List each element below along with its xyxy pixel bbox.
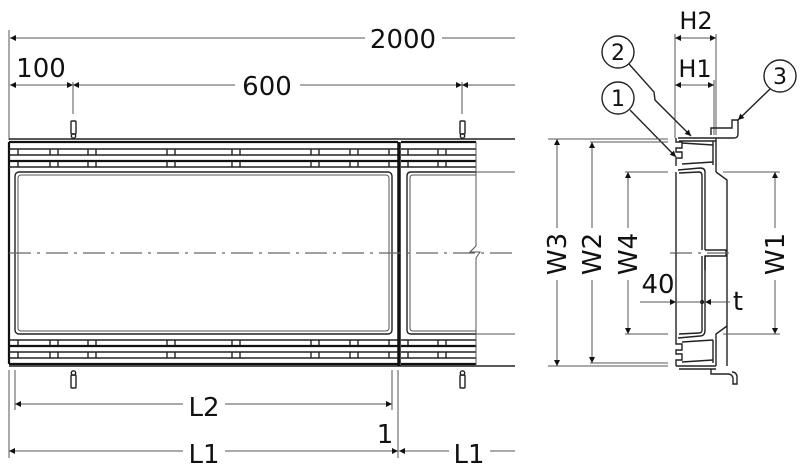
anchor-pin-bottom-2 <box>459 370 466 389</box>
dim-height-h1: H1 <box>675 55 715 135</box>
grating-1 <box>7 140 398 366</box>
dim-label-w2: W2 <box>578 233 608 275</box>
dim-label-600: 600 <box>242 72 292 102</box>
dim-overall-length: 2000 <box>10 25 515 55</box>
dim-start-offset: 100 <box>10 54 73 88</box>
dim-height-h2: H2 <box>674 7 717 138</box>
callout-1: 1 <box>601 81 677 158</box>
dim-width-w3: W3 <box>543 139 573 366</box>
section-view: H2 H1 2 1 3 <box>543 7 797 385</box>
dim-label-w3: W3 <box>543 233 573 275</box>
anchor-pin-top-1 <box>70 120 77 139</box>
dim-label-40: 40 <box>641 270 674 300</box>
dim-grating-length: L1 <box>9 440 398 470</box>
dim-label-w1: W1 <box>761 233 791 275</box>
callout-3: 3 <box>737 59 797 121</box>
anchor-pin-bottom-1 <box>70 370 77 389</box>
channel-section-profile <box>670 119 739 385</box>
dim-next-grating-length: L1 <box>399 440 515 470</box>
grating-2 <box>401 140 481 366</box>
svg-text:2: 2 <box>611 41 625 66</box>
dim-grating-inner-length: L2 <box>15 393 392 423</box>
svg-text:3: 3 <box>773 65 787 90</box>
dim-label-w4: W4 <box>614 233 644 275</box>
dim-label-2000: 2000 <box>370 25 436 55</box>
dim-width-w4: W4 <box>614 172 644 334</box>
dim-thickness-t: t <box>705 287 743 317</box>
dim-label-h2: H2 <box>679 7 712 35</box>
dim-label-gap: 1 <box>377 420 394 450</box>
dim-label-t: t <box>733 287 743 317</box>
dim-anchor-pitch: 600 <box>72 72 515 114</box>
dim-label-l1-next: L1 <box>453 440 484 470</box>
plan-view: 2000 100 600 <box>7 25 515 470</box>
dim-width-w2: W2 <box>578 142 608 363</box>
dim-width-w1: W1 <box>761 172 791 334</box>
svg-text:1: 1 <box>611 87 625 112</box>
anchor-pin-top-2 <box>459 120 466 139</box>
dim-label-100: 100 <box>16 54 66 84</box>
dim-offset-40: 40 <box>640 270 704 305</box>
dim-label-l1: L1 <box>188 440 219 470</box>
dim-label-l2: L2 <box>188 393 219 423</box>
callout-2: 2 <box>601 35 692 137</box>
dim-label-h1: H1 <box>678 55 711 83</box>
